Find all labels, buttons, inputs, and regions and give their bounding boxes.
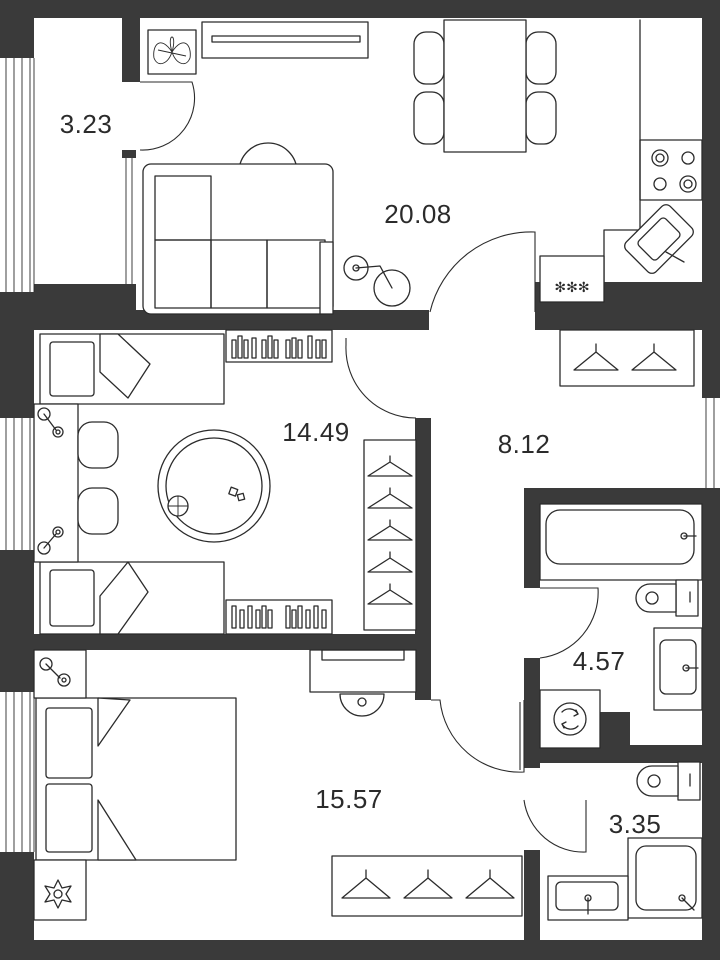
bike-toy bbox=[343, 255, 411, 307]
windows bbox=[5, 58, 715, 852]
toilet-room bbox=[547, 761, 703, 921]
toilet-icon bbox=[635, 579, 699, 617]
room-area-hallway: 8.12 bbox=[498, 429, 551, 459]
master-bedroom bbox=[33, 649, 523, 921]
chair bbox=[525, 31, 557, 85]
room-area-kitchen-living: 20.08 bbox=[384, 199, 452, 229]
room-area-balcony: 3.23 bbox=[60, 109, 113, 139]
desk bbox=[33, 403, 79, 563]
bedroom-wardrobe bbox=[331, 855, 523, 917]
chair bbox=[413, 91, 445, 145]
vanity-desk bbox=[309, 649, 417, 717]
sofa bbox=[142, 163, 334, 315]
double-bed bbox=[35, 697, 237, 861]
hallway bbox=[559, 329, 695, 387]
bookshelf bbox=[225, 599, 333, 635]
shower-icon bbox=[627, 837, 703, 919]
lamp-icon bbox=[39, 657, 71, 687]
chair bbox=[77, 421, 119, 469]
kitchen-counter: ✻✻✻ bbox=[539, 19, 703, 303]
bed bbox=[39, 561, 225, 635]
bathtub bbox=[539, 503, 703, 581]
round-rug bbox=[157, 429, 271, 543]
kitchen-living-room: ✻✻✻ bbox=[142, 19, 703, 315]
room-area-toilet: 3.35 bbox=[609, 809, 662, 839]
plant-icon bbox=[44, 879, 72, 909]
room-area-children-bedroom: 14.49 bbox=[282, 417, 350, 447]
dining-table bbox=[443, 19, 527, 153]
sink-icon bbox=[547, 875, 629, 921]
lamp-icon bbox=[37, 407, 64, 438]
toilet-icon bbox=[636, 761, 701, 801]
chair bbox=[413, 31, 445, 85]
balcony-room bbox=[147, 29, 197, 75]
cooktop-icon bbox=[651, 149, 697, 193]
sink-icon bbox=[653, 627, 703, 711]
hallway-wardrobe bbox=[559, 329, 695, 387]
chair bbox=[525, 91, 557, 145]
children-room bbox=[33, 329, 417, 635]
chair bbox=[77, 487, 119, 535]
oven bbox=[539, 255, 605, 303]
bed bbox=[39, 333, 225, 405]
lamp-icon bbox=[37, 526, 64, 555]
room-area-master-bedroom: 15.57 bbox=[315, 784, 383, 814]
doors bbox=[139, 81, 599, 853]
stove-marking: ✻✻✻ bbox=[554, 280, 589, 296]
wardrobe bbox=[363, 439, 417, 631]
area-labels: 3.23 20.08 14.49 8.12 4.57 15.57 3.35 bbox=[60, 109, 662, 839]
bookshelf bbox=[225, 329, 333, 363]
sink-icon bbox=[624, 204, 694, 274]
bathroom bbox=[539, 503, 703, 749]
room-area-bathroom: 4.57 bbox=[573, 646, 626, 676]
tv-stand bbox=[201, 21, 369, 59]
nightstand bbox=[33, 649, 87, 699]
washing-machine-icon bbox=[539, 689, 601, 749]
